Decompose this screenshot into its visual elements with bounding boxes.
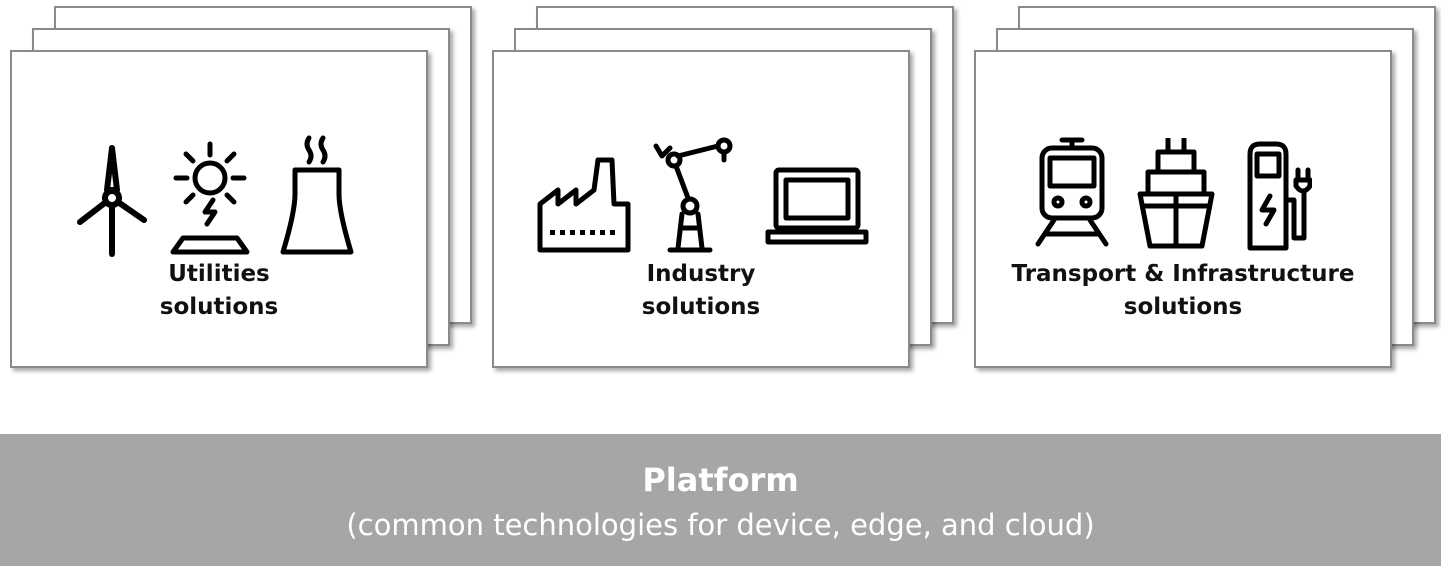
- segment-title: Transport & Infrastructure: [1011, 261, 1355, 287]
- platform-subtitle: (common technologies for device, edge, a…: [346, 508, 1095, 542]
- segment-title: Industry: [646, 261, 756, 287]
- cooling-tower-icon: [280, 135, 354, 255]
- robot-arm-icon: [653, 137, 733, 253]
- ship-icon: [1137, 138, 1215, 249]
- segment-subtitle: solutions: [641, 294, 761, 320]
- factory-icon: [537, 157, 631, 253]
- transport-infrastructure-card: Transport & Infrastructure solutions: [974, 50, 1392, 368]
- platform-banner: Platform (common technologies for device…: [0, 434, 1441, 566]
- ev-charger-icon: [1247, 141, 1312, 251]
- transport-stack: Transport & Infrastructure solutions: [974, 0, 1436, 375]
- utilities-stack: Utilities solutions: [10, 0, 472, 375]
- industry-stack: Industry solutions: [492, 0, 954, 375]
- solar-panel-icon: [170, 141, 250, 255]
- industry-card: Industry solutions: [492, 50, 910, 368]
- utilities-card: Utilities solutions: [10, 50, 428, 368]
- train-icon: [1035, 137, 1109, 247]
- segment-subtitle: solutions: [159, 294, 279, 320]
- platform-title: Platform: [642, 461, 799, 499]
- segment-title: Utilities: [168, 261, 270, 287]
- wind-turbine-icon: [77, 145, 147, 257]
- laptop-icon: [765, 167, 869, 245]
- segment-subtitle: solutions: [1123, 294, 1243, 320]
